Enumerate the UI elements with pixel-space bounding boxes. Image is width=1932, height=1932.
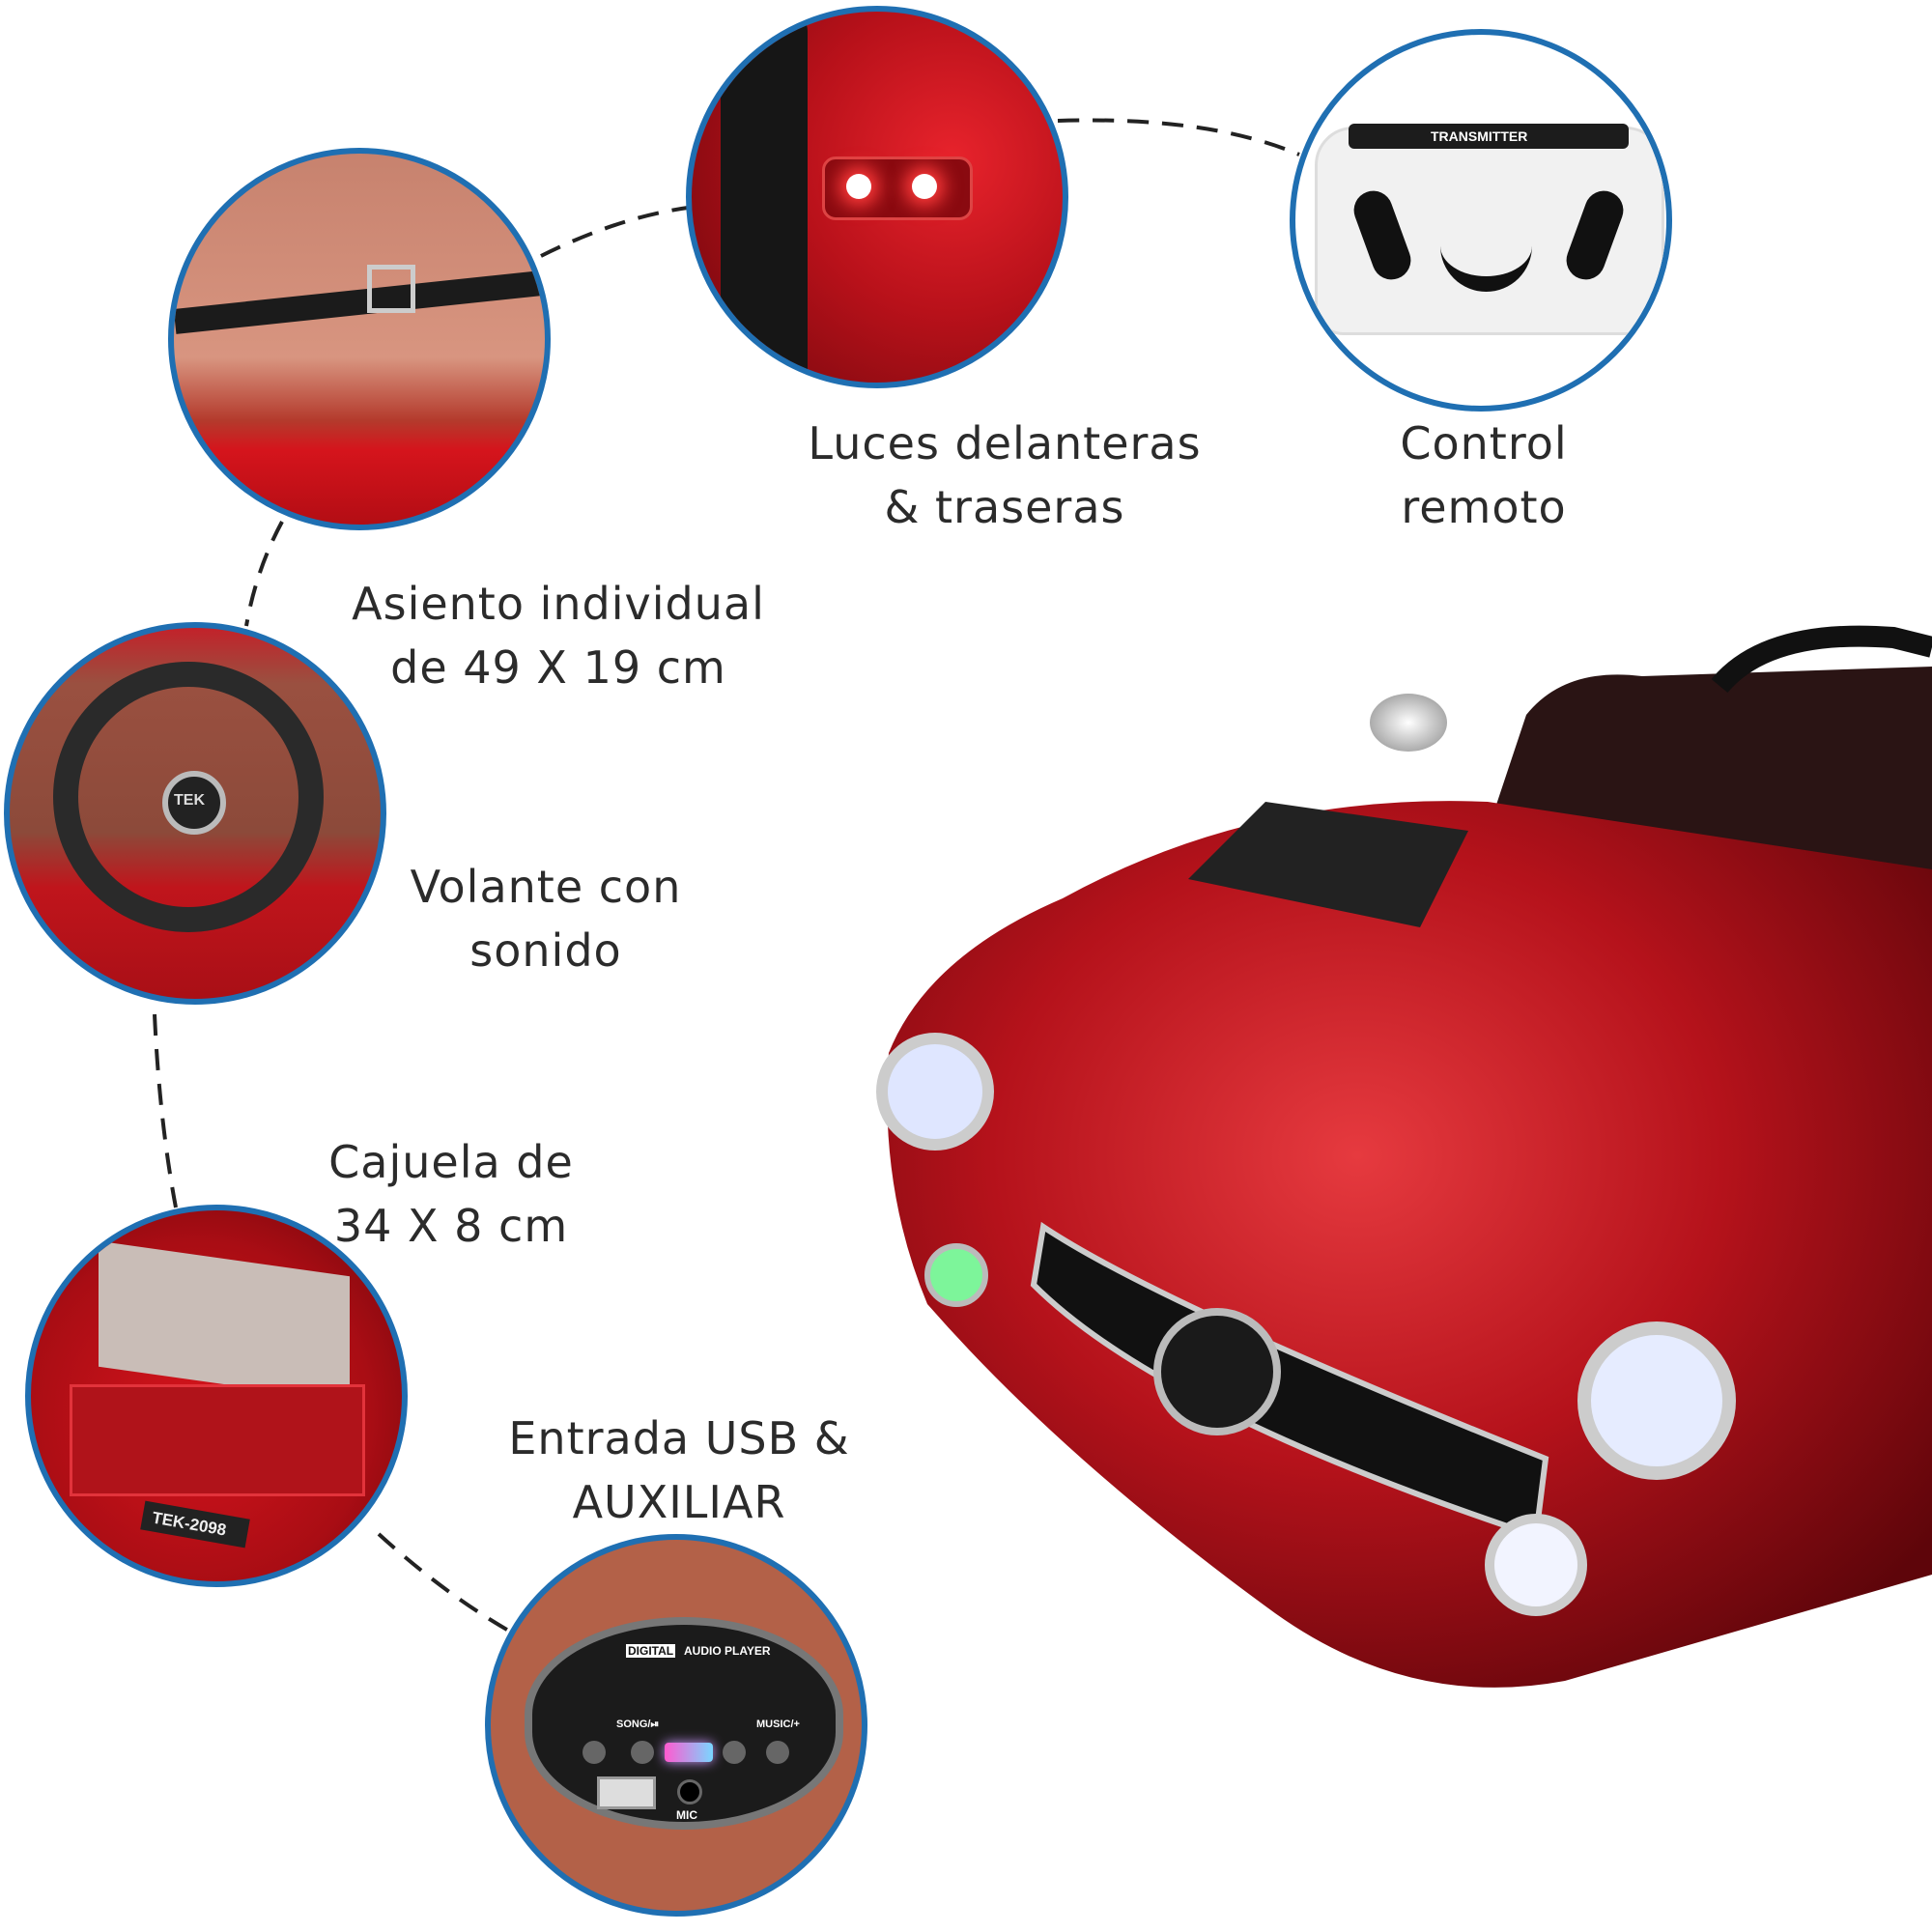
hood-vent — [1188, 802, 1468, 927]
player-button — [631, 1741, 654, 1764]
label-line: Asiento individual — [352, 578, 765, 630]
music-label: MUSIC/+ — [756, 1719, 800, 1730]
feature-label-wheel: Volante con sonido — [256, 855, 836, 982]
trunk-cavity — [70, 1384, 365, 1496]
trunk-lid — [99, 1240, 350, 1403]
trunk-photo: TEK-2098 — [25, 1205, 408, 1587]
label-line: sonido — [469, 924, 622, 977]
feature-label-lights: Luces delanteras & traseras — [715, 412, 1294, 539]
label-line: de 49 X 19 cm — [390, 641, 726, 694]
feature-label-trunk: Cajuela de 34 X 8 cm — [161, 1130, 741, 1258]
seat-photo — [168, 148, 551, 530]
led-light — [846, 174, 871, 199]
label-line: 34 X 8 cm — [333, 1200, 569, 1252]
label-line: Cajuela de — [328, 1136, 574, 1188]
label-line: Control — [1400, 417, 1568, 469]
connector-seat-lights — [540, 206, 689, 258]
connector-trunk-usb — [377, 1532, 513, 1634]
light-housing — [822, 156, 973, 220]
feature-label-seat: Asiento individual de 49 X 19 cm — [269, 572, 848, 699]
right-headlight — [1577, 1321, 1736, 1480]
hub-logo: TEK — [174, 792, 205, 809]
label-line: Entrada USB & — [508, 1412, 850, 1464]
steering-wheel-rim — [1711, 625, 1932, 694]
red-ride-on-car — [876, 625, 1932, 1688]
label-line: AUXILIAR — [572, 1476, 786, 1528]
label-line: Luces delanteras — [808, 417, 1202, 469]
steering-wheel-photo: TEK — [4, 622, 386, 1005]
side-mirror — [1370, 694, 1447, 752]
player-button — [766, 1741, 789, 1764]
feature-label-usb: Entrada USB & AUXILIAR — [389, 1406, 969, 1534]
mic-label: MIC — [676, 1808, 697, 1822]
remote-brand-label: TRANSMITTER — [1431, 128, 1528, 144]
label-line: & traseras — [884, 481, 1125, 533]
connector-lights-remote — [1057, 118, 1300, 156]
tire — [721, 12, 808, 383]
label-line: Volante con — [410, 861, 682, 913]
usb-port — [597, 1776, 656, 1809]
seat-buckle — [367, 265, 415, 313]
remote-top-bar — [1349, 124, 1629, 149]
label-line: remoto — [1401, 481, 1567, 533]
connector-seat-wheel — [244, 521, 284, 627]
song-label: SONG/⏯ — [616, 1719, 660, 1730]
player-audio-label: AUDIO PLAYER — [684, 1644, 771, 1658]
grille-emblem — [1153, 1308, 1281, 1435]
green-fog-light — [924, 1243, 988, 1307]
lights-photo — [686, 6, 1068, 388]
feature-label-remote: Control remoto — [1194, 412, 1774, 539]
usb-player-photo: DIGITAL AUDIO PLAYER SONG/⏯ MUSIC/+ MIC — [485, 1534, 867, 1917]
seat-belt — [174, 269, 545, 334]
player-digital-label: DIGITAL — [626, 1644, 676, 1658]
remote-photo: TRANSMITTER — [1290, 29, 1672, 412]
player-button — [582, 1741, 606, 1764]
player-button — [723, 1741, 746, 1764]
led-light — [912, 174, 937, 199]
left-headlight — [876, 1033, 994, 1151]
fog-light — [1485, 1514, 1587, 1616]
mic-jack — [677, 1779, 702, 1804]
battery-indicator — [665, 1743, 713, 1762]
steering-hub — [162, 771, 226, 835]
